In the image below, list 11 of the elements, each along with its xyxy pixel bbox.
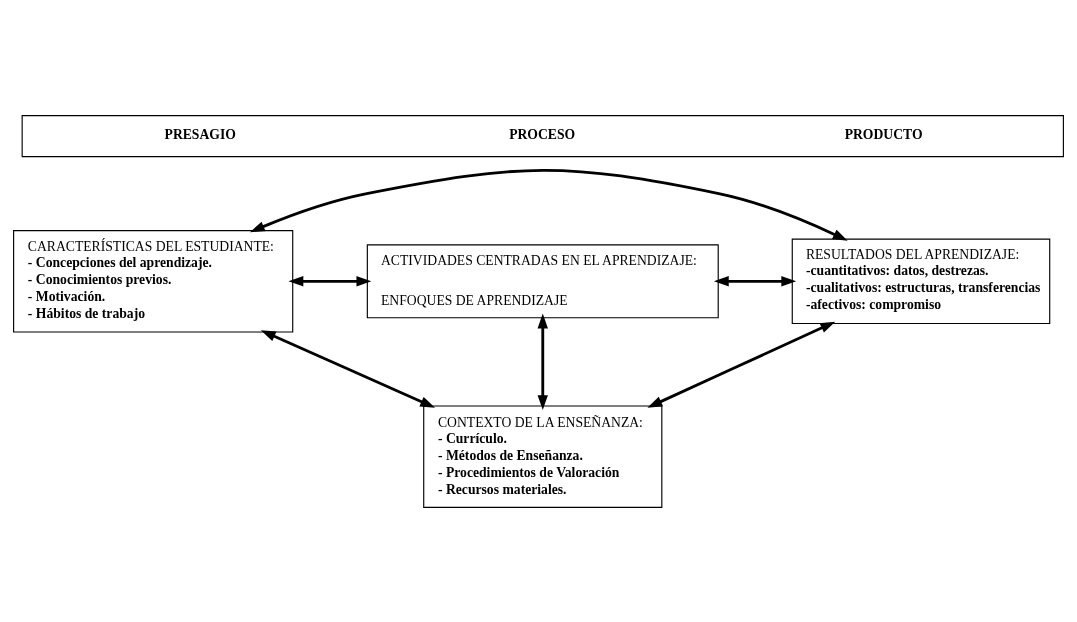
node-box: RESULTADOS DEL APRENDIZAJE: -cuantitativos: datos, destrezas. -cualitativos: estructuras, transferencias -afectivos: compromiso <box>791 238 1051 324</box>
arrow <box>537 313 548 410</box>
arrow <box>249 168 848 241</box>
node-box: CARACTERÍSTICAS DEL ESTUDIANTE: - Concepciones del aprendizaje. - Conocimientos previos. - Motivación. - Hábitos de trabajo <box>13 229 294 333</box>
arrow <box>713 275 797 286</box>
node-box: PRESAGIO PROCESO PRODUCTO <box>21 114 1064 157</box>
arrow <box>647 321 836 408</box>
arrow <box>288 275 372 286</box>
node-box: CONTEXTO DE LA ENSEÑANZA: - Currículo. - Métodos de Enseñanza. - Procedimientos de Valoración - Recursos materiales. <box>423 405 663 508</box>
arrow <box>260 329 436 408</box>
node-box: ACTIVIDADES CENTRADAS EN EL APRENDIZAJE: ENFOQUES DE APRENDIZAJE <box>366 243 719 318</box>
